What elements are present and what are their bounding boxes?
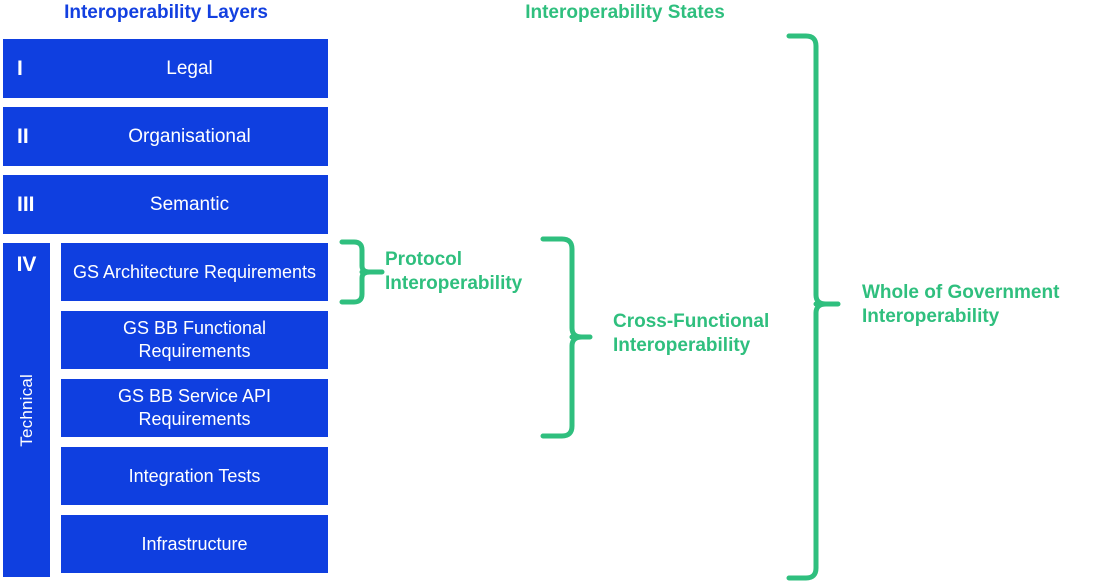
layer-numeral-1: I xyxy=(17,56,23,80)
heading-interoperability-layers: Interoperability Layers xyxy=(64,2,268,23)
layer-box-organisational: II Organisational xyxy=(3,107,328,166)
layer-label-semantic: Semantic xyxy=(149,193,230,215)
layer-box-semantic: III Semantic xyxy=(3,175,328,234)
tech-item-gs-bb-service-api-requirements: GS BB Service API Requirements xyxy=(61,379,328,437)
layer-label-technical-text: Technical xyxy=(16,373,36,447)
layer-numeral-2: II xyxy=(17,124,29,148)
tech-item-infrastructure: Infrastructure xyxy=(61,515,328,573)
tech-item-gs-bb-functional-requirements: GS BB Functional Requirements xyxy=(61,311,328,369)
state-label-protocol-interoperability: Protocol Interoperability xyxy=(385,249,523,294)
layer-label-technical: Technical xyxy=(3,243,50,577)
layer-label-organisational: Organisational xyxy=(128,125,251,147)
brace-whole-of-government-interoperability xyxy=(786,33,841,581)
state-label-cross-functional-interoperability: Cross-Functional Interoperability xyxy=(613,311,770,356)
layer-numeral-4: IV xyxy=(16,253,37,276)
state-label-whole-of-government-interoperability: Whole of Government Interoperability xyxy=(862,282,1060,327)
layer-label-legal: Legal xyxy=(166,57,213,79)
layer-box-legal: I Legal xyxy=(3,39,328,98)
tech-item-integration-tests: Integration Tests xyxy=(61,447,328,505)
brace-cross-functional-interoperability xyxy=(540,236,593,440)
layer-numeral-3: III xyxy=(17,192,35,216)
brace-protocol-interoperability xyxy=(339,239,385,305)
heading-interoperability-states: Interoperability States xyxy=(525,2,725,23)
tech-item-gs-architecture-requirements: GS Architecture Requirements xyxy=(61,243,328,301)
layer-box-technical-spine: IV Technical xyxy=(3,243,50,577)
